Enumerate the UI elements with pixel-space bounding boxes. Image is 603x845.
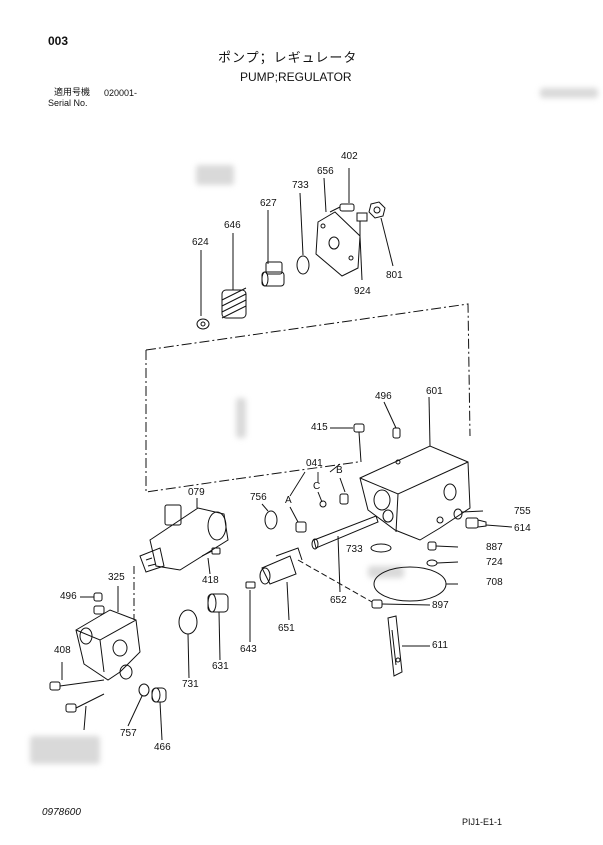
redacted-mark [236, 398, 246, 438]
assembly-frame-lines [145, 303, 471, 493]
part-651-sleeve [259, 547, 303, 585]
part-496-plug-left [93, 592, 103, 602]
part-402-bolt [329, 203, 355, 213]
redacted-mark [540, 88, 598, 98]
part-325-valve-casing [75, 605, 141, 681]
part-643-pin [245, 581, 256, 589]
part-label: 724 [486, 557, 503, 568]
part-label: 614 [514, 523, 531, 534]
part-label: A [285, 495, 292, 506]
part-label: 756 [250, 492, 267, 503]
part-756-oring [264, 510, 278, 530]
part-897-plug [371, 599, 383, 609]
part-731-oring [178, 609, 198, 635]
part-label: 757 [120, 728, 137, 739]
part-label: 041 [306, 458, 323, 469]
part-label: 656 [317, 166, 334, 177]
title-english: PUMP;REGULATOR [240, 70, 352, 84]
part-415-bolt [353, 423, 365, 463]
part-801-nut [368, 201, 386, 219]
part-label: 897 [432, 600, 449, 611]
part-label: 733 [346, 544, 363, 555]
part-label: 801 [386, 270, 403, 281]
part-label: 624 [192, 237, 209, 248]
part-label: 627 [260, 198, 277, 209]
part-924-screw [356, 212, 368, 236]
part-label: 631 [212, 661, 229, 672]
part-631-plug [207, 593, 229, 613]
part-label: 601 [426, 386, 443, 397]
serial-value: 020001- [104, 88, 138, 98]
redacted-mark [196, 165, 234, 185]
part-466-plug [151, 687, 167, 703]
part-label: 496 [375, 391, 392, 402]
part-041-pin [339, 493, 349, 505]
part-label: 646 [224, 220, 241, 231]
part-652-spool [311, 515, 379, 550]
part-label: 418 [202, 575, 219, 586]
part-733-oring [296, 255, 310, 275]
part-label: 325 [108, 572, 125, 583]
callout-041 [289, 463, 341, 497]
serial-label-english: Serial No. [48, 98, 88, 108]
page-code: 003 [48, 34, 69, 48]
serial-label-japanese: 適用号機 [54, 88, 91, 98]
part-label: 731 [182, 679, 199, 690]
part-656-cover [315, 211, 361, 277]
part-611-lever [387, 615, 403, 677]
part-label: B [336, 465, 343, 476]
part-496-plug [392, 427, 401, 439]
part-757-oring [138, 683, 150, 697]
part-label: 755 [514, 506, 531, 517]
part-label: 402 [341, 151, 358, 162]
part-label: 652 [330, 595, 347, 606]
part-label: 408 [54, 645, 71, 656]
part-label: 496 [60, 591, 77, 602]
part-label: 643 [240, 644, 257, 655]
part-079-solenoid-valve [139, 504, 229, 573]
part-614-plug [465, 517, 487, 529]
part-601-regulator-body [359, 445, 471, 541]
title-japanese: ポンプ；レギュレータ [218, 51, 358, 66]
part-label: 708 [486, 577, 503, 588]
footer-code-right: PIJ1-E1-1 [462, 817, 503, 827]
part-408-bolt-second [65, 693, 105, 713]
part-label: 651 [278, 623, 295, 634]
part-418-screw [201, 547, 221, 557]
part-724-oring [426, 559, 438, 567]
part-627-spool [261, 261, 285, 287]
part-label: 887 [486, 542, 503, 553]
part-label: 466 [154, 742, 171, 753]
part-733-oring-mid [370, 543, 392, 553]
part-646-spring [221, 287, 247, 319]
part-label: 611 [432, 640, 448, 651]
part-755-oring [453, 508, 463, 520]
part-label: 079 [188, 487, 205, 498]
part-label: 415 [311, 422, 328, 433]
part-label: 733 [292, 180, 309, 191]
redacted-mark [30, 736, 100, 764]
part-624-washer [196, 318, 210, 330]
part-887-plug [427, 541, 437, 551]
part-label: 924 [354, 286, 371, 297]
part-708-large-oring [373, 566, 447, 602]
part-label: C [313, 481, 321, 492]
part-408-bolt [49, 679, 105, 691]
footer-code-left: 0978600 [42, 807, 81, 818]
